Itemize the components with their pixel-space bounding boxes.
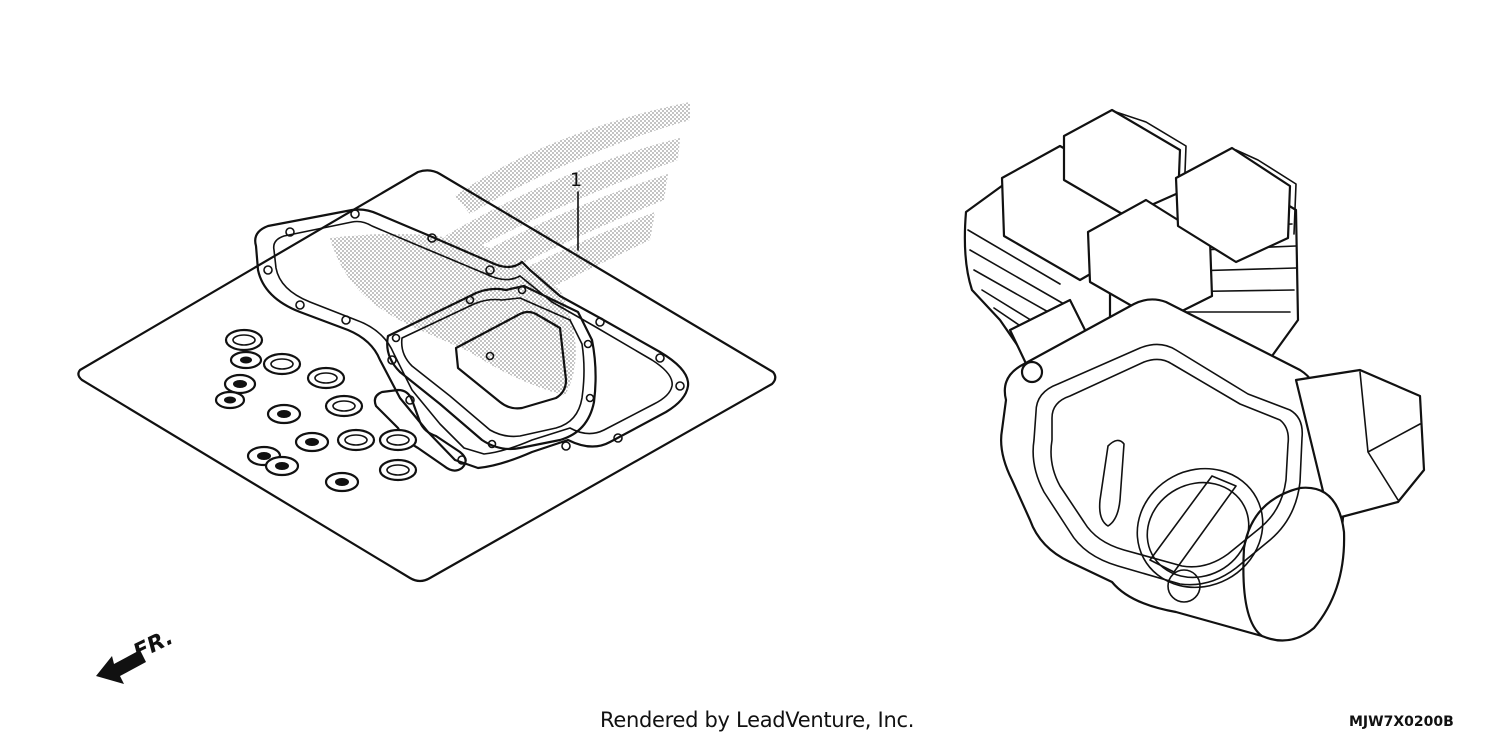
diagram-code: MJW7X0200B: [1349, 714, 1454, 730]
front-label: FR.: [130, 625, 178, 665]
o-ring-set: [214, 328, 418, 493]
engine-illustration: [963, 108, 1426, 642]
front-direction-arrow: FR.: [96, 625, 177, 684]
render-credit: Rendered by LeadVenture, Inc.: [600, 708, 915, 732]
small-gasket: [373, 388, 467, 472]
crankcase-gasket: [254, 208, 690, 470]
cover-gasket: [386, 284, 597, 451]
gasket-kit-bag: [77, 169, 777, 583]
callout-number: 1: [570, 169, 582, 191]
